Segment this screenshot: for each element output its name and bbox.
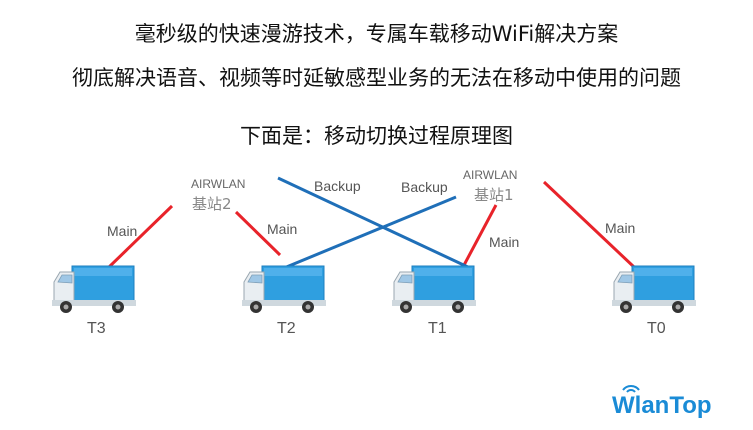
label-main-t1: Main (489, 234, 519, 250)
truck-icon (241, 265, 327, 314)
station-2: AIRWLAN 基站2 (191, 177, 245, 213)
truck-label-t1: T1 (428, 320, 447, 337)
station-2-brand: AIRWLAN (191, 177, 245, 191)
truck-label-t0: T0 (647, 320, 666, 337)
station-1: AIRWLAN 基站1 (463, 168, 517, 204)
diagram-title: 下面是：移动切换过程原理图 (240, 124, 513, 148)
station-2-name: 基站2 (192, 195, 232, 213)
station-1-name: 基站1 (474, 186, 514, 204)
link-main-s1-t1 (461, 204, 498, 268)
truck-icon (51, 265, 137, 314)
link-main-s1-t0 (542, 180, 636, 269)
truck-icon (391, 265, 477, 314)
link-main-s2-t2 (234, 210, 282, 257)
link-backup-s2-t1 (277, 176, 471, 270)
truck-label-t3: T3 (87, 320, 106, 337)
wifi-icon (622, 385, 640, 393)
link-backup-s1-t2 (283, 195, 457, 270)
label-backup-left: Backup (314, 178, 361, 194)
headline-1: 毫秒级的快速漫游技术，专属车载移动WiFi解决方案 (134, 22, 619, 46)
label-main-t3: Main (107, 223, 137, 239)
station-1-brand: AIRWLAN (463, 168, 517, 182)
truck-icon (611, 265, 697, 314)
label-main-t0: Main (605, 220, 635, 236)
link-main-s2-t3 (106, 204, 174, 270)
label-main-t2: Main (267, 221, 297, 237)
headline-2: 彻底解决语音、视频等时延敏感型业务的无法在移动中使用的问题 (72, 66, 681, 90)
label-backup-right: Backup (401, 179, 448, 195)
truck-label-t2: T2 (277, 320, 296, 337)
wlantop-logo: WlanTop (612, 392, 712, 419)
